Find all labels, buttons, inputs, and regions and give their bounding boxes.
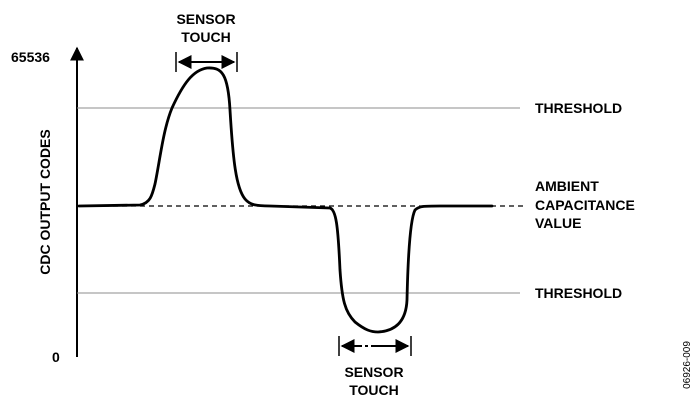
- ambient-label-line2: CAPACITANCE: [535, 197, 635, 213]
- ambient-label-line3: VALUE: [535, 215, 581, 231]
- y-min-label: 0: [52, 349, 60, 365]
- y-axis-label: CDC OUTPUT CODES: [37, 129, 53, 274]
- top-touch-label-line1: SENSOR: [176, 11, 235, 27]
- figure-id: 06926-009: [682, 341, 693, 389]
- top-touch-label-line2: TOUCH: [181, 29, 231, 45]
- lower-threshold-label: THRESHOLD: [535, 285, 622, 301]
- ambient-label-line1: AMBIENT: [535, 178, 599, 194]
- bottom-touch-label-line2: TOUCH: [349, 382, 399, 398]
- bottom-touch-label-line1: SENSOR: [344, 364, 403, 380]
- cdc-signal-curve: [77, 66, 494, 334]
- y-max-label: 65536: [11, 49, 50, 65]
- upper-threshold-label: THRESHOLD: [535, 100, 622, 116]
